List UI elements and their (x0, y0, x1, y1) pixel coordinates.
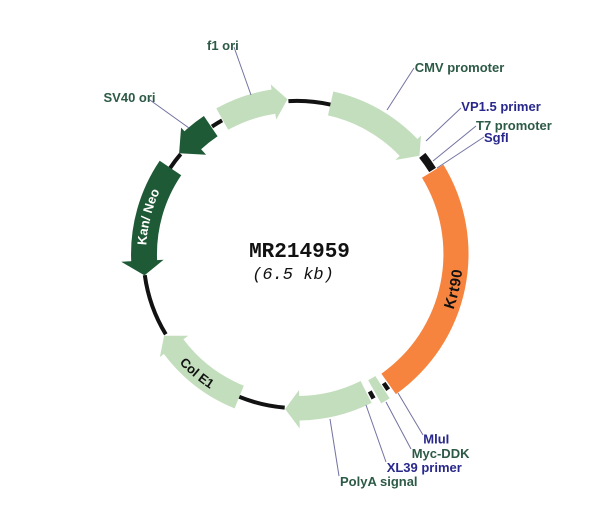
svg-text:MR214959: MR214959 (249, 241, 350, 264)
svg-text:T7 promoter: T7 promoter (476, 118, 552, 133)
svg-text:Myc-DDK: Myc-DDK (412, 446, 470, 461)
svg-text:CMV promoter: CMV promoter (415, 60, 505, 75)
svg-text:f1 ori: f1 ori (207, 38, 239, 53)
svg-text:PolyA signal: PolyA signal (340, 474, 418, 489)
svg-text:(6.5 kb): (6.5 kb) (252, 266, 334, 285)
svg-text:SgfI: SgfI (484, 130, 509, 145)
svg-text:MluI: MluI (423, 432, 449, 447)
svg-text:XL39 primer: XL39 primer (387, 460, 462, 475)
svg-text:VP1.5 primer: VP1.5 primer (461, 99, 541, 114)
svg-text:SV40 ori: SV40 ori (104, 90, 156, 105)
